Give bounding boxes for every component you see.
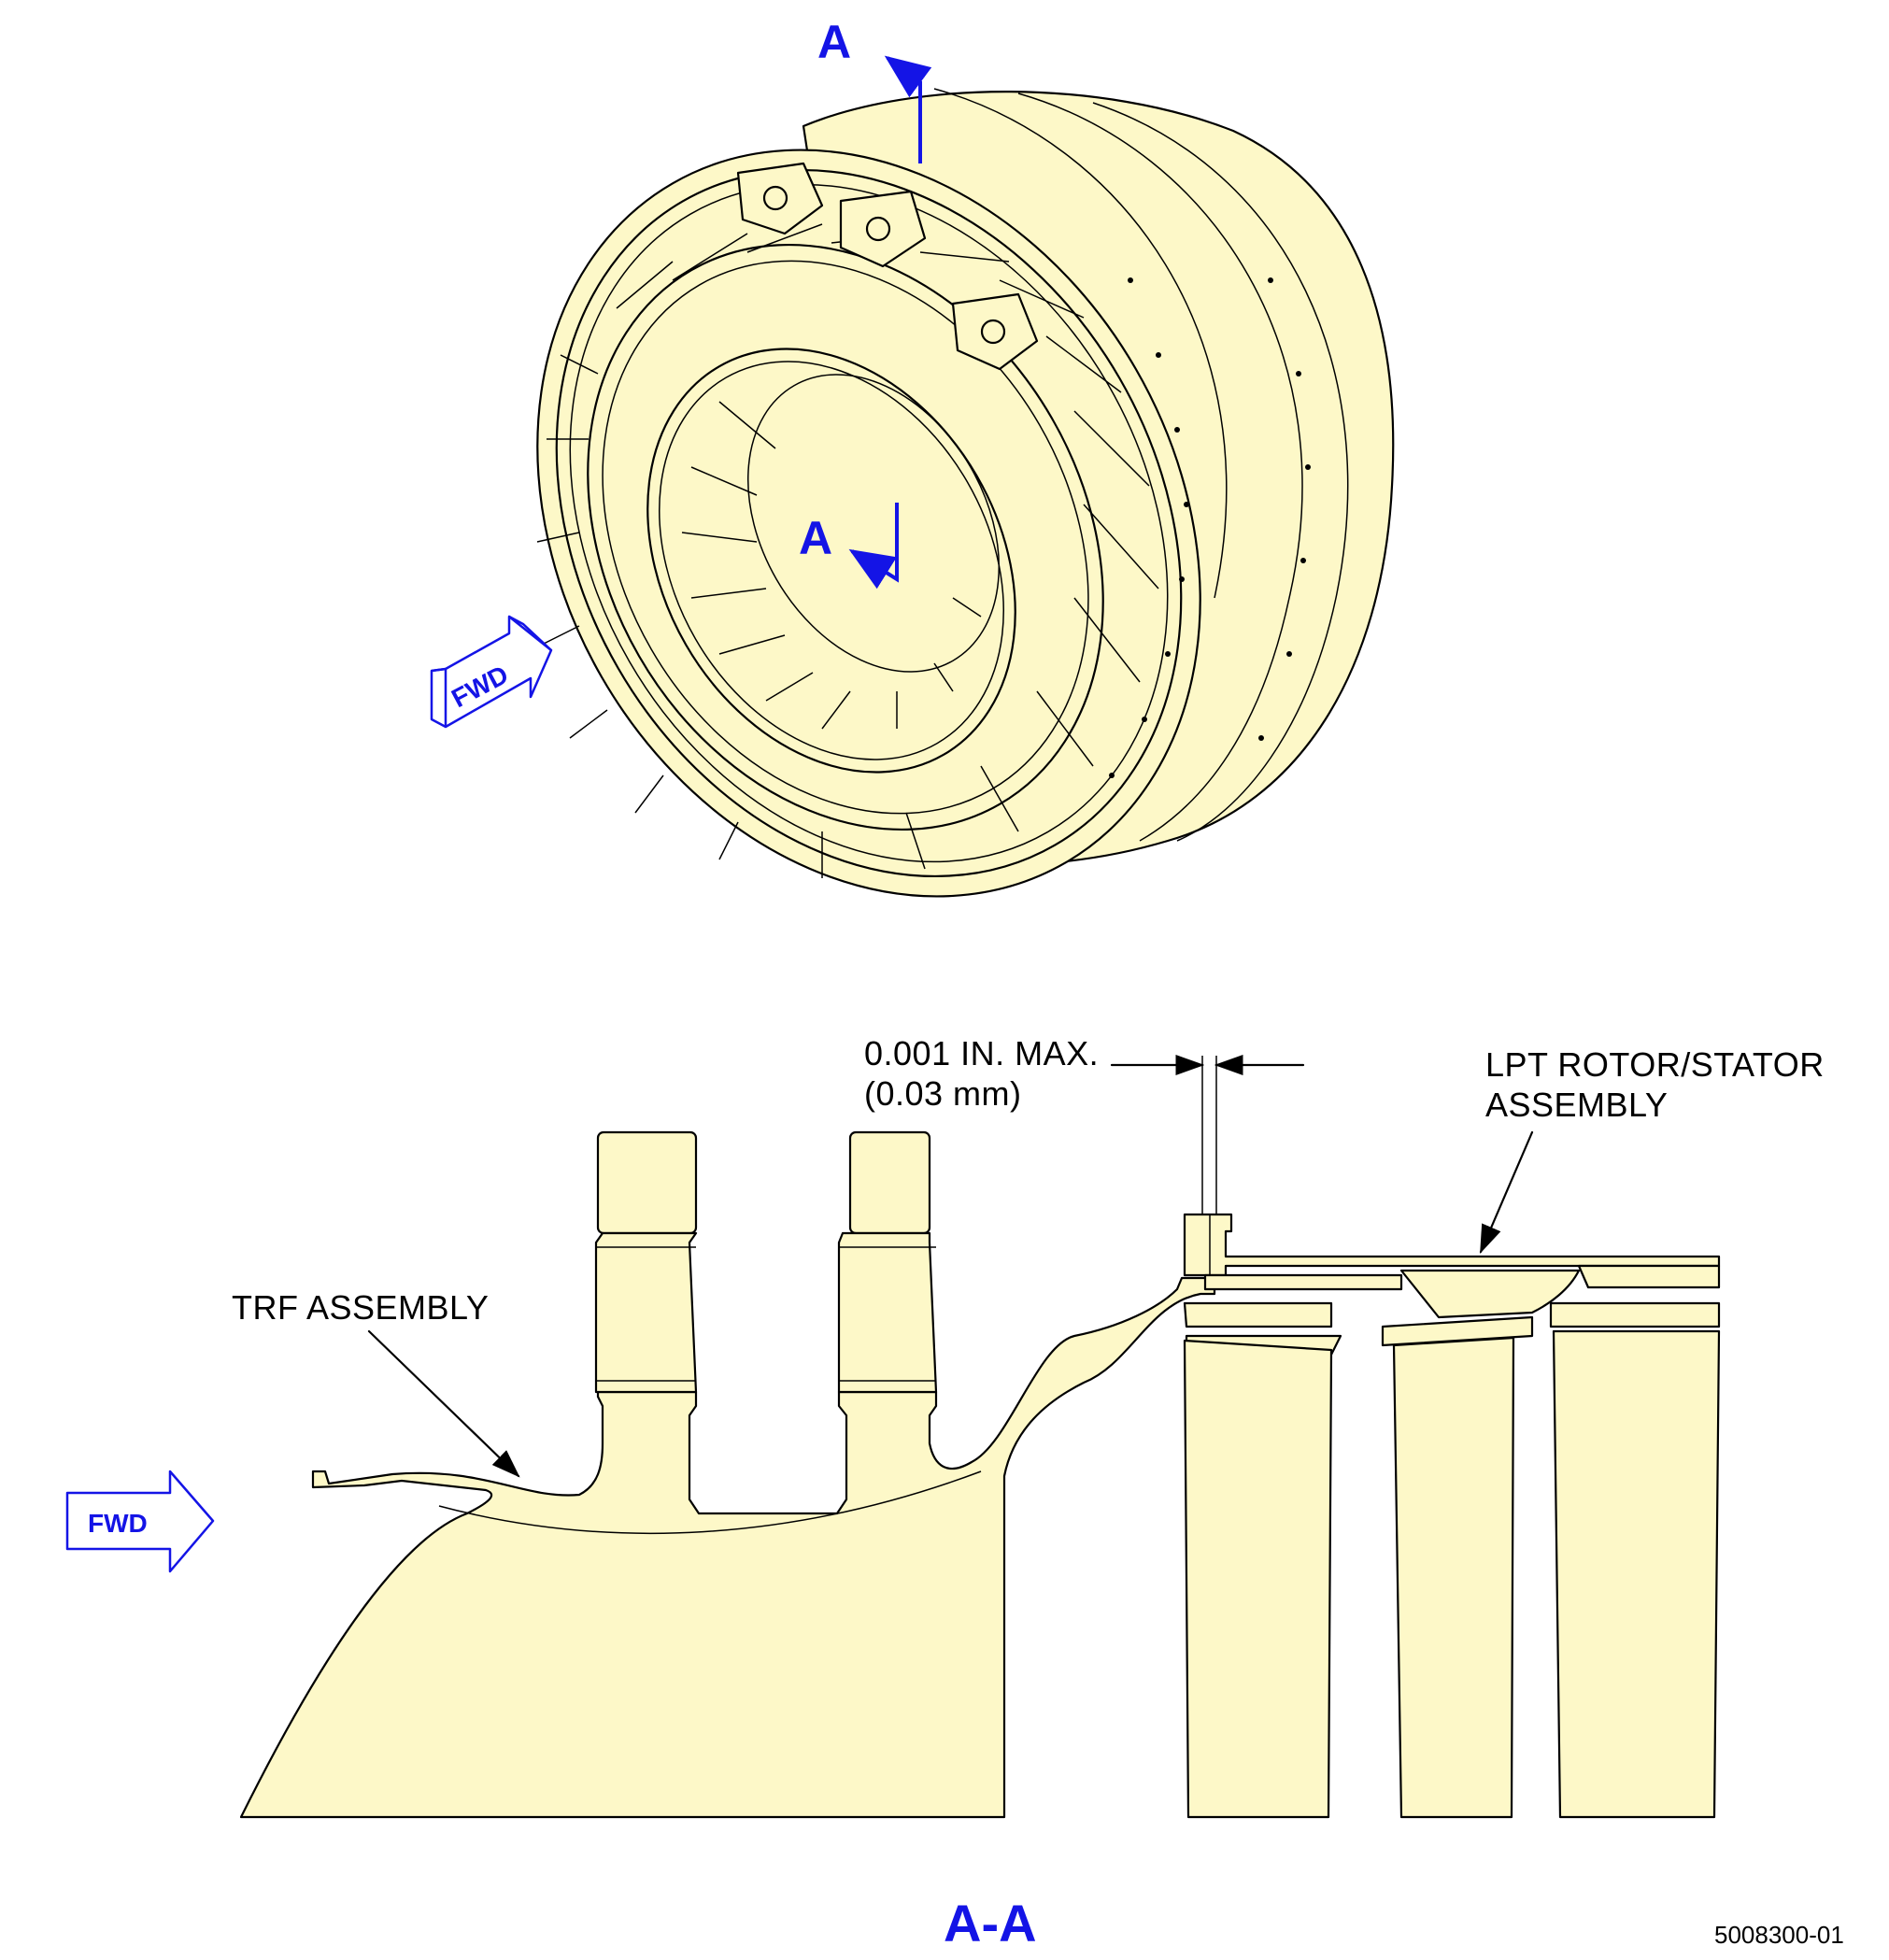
section-cut-top: A bbox=[817, 16, 932, 163]
trf-strut-2 bbox=[837, 1130, 938, 1394]
trf-strut-1 bbox=[594, 1130, 698, 1394]
lpt-stage-2 bbox=[1381, 1315, 1534, 1819]
hub-struts bbox=[681, 401, 982, 730]
lpt-callout-line1: LPT ROTOR/STATOR bbox=[1485, 1045, 1825, 1084]
section-marker-top: A bbox=[817, 16, 851, 68]
lpt-case bbox=[1183, 1213, 1721, 1319]
trf-callout: TRF ASSEMBLY bbox=[232, 1288, 489, 1327]
figure-id: 5008300-01 bbox=[1714, 1921, 1844, 1949]
section-title: A-A bbox=[944, 1894, 1037, 1953]
lpt-stage-3 bbox=[1549, 1301, 1721, 1819]
trf-vanes bbox=[536, 223, 1159, 878]
section-fwd-label: FWD bbox=[88, 1509, 148, 1538]
section-aa-view: 0.001 IN. MAX. (0.03 mm) LPT ROTOR/STATO… bbox=[65, 1034, 1825, 1953]
section-marker-center: A bbox=[799, 512, 832, 564]
mount-lugs bbox=[736, 162, 1039, 371]
trf-leader: TRF ASSEMBLY bbox=[232, 1288, 520, 1478]
gap-dimension: 0.001 IN. MAX. (0.03 mm) bbox=[864, 1034, 1305, 1214]
gap-callout-line1: 0.001 IN. MAX. bbox=[864, 1034, 1099, 1072]
lpt-stage-1 bbox=[1183, 1301, 1342, 1819]
ring-bolts bbox=[1109, 277, 1311, 778]
lpt-leader: LPT ROTOR/STATOR ASSEMBLY bbox=[1479, 1045, 1825, 1255]
iso-fwd-arrow: FWD bbox=[430, 615, 553, 729]
iso-turbine-assembly: A A FWD bbox=[430, 16, 1395, 898]
lpt-callout-line2: ASSEMBLY bbox=[1485, 1086, 1668, 1124]
trf-hub-ring bbox=[646, 348, 1016, 774]
gap-callout-line2: (0.03 mm) bbox=[864, 1074, 1022, 1113]
trf-section bbox=[239, 1276, 1216, 1819]
section-cut-center: A bbox=[799, 503, 899, 589]
section-fwd-arrow: FWD bbox=[65, 1470, 215, 1573]
